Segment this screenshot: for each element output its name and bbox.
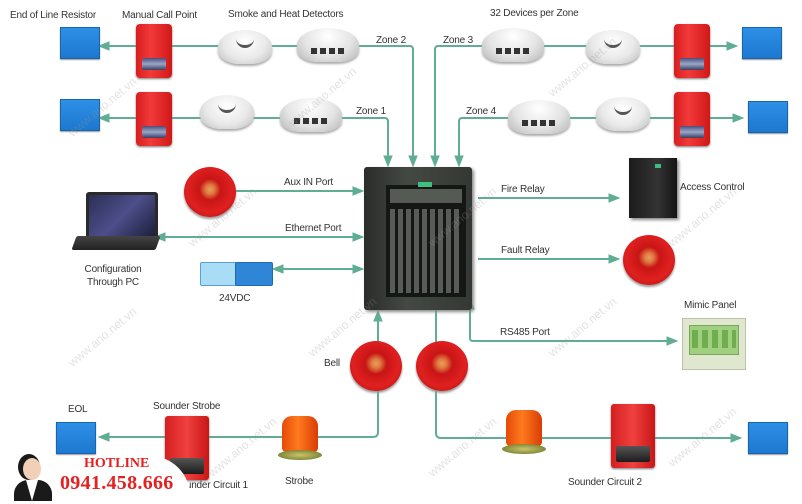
- fault-bell: [623, 235, 675, 285]
- eol-resistor-circuit-2: [748, 422, 788, 454]
- bell-circuit-1: [350, 341, 402, 391]
- hotline-badge[interactable]: HOTLINE 0941.458.666: [0, 456, 190, 504]
- manual-call-point: [136, 24, 172, 78]
- manual-call-point: [674, 92, 710, 146]
- heat-detector: [482, 28, 544, 62]
- hotline-label: HOTLINE: [84, 456, 150, 471]
- label-zone-2: Zone 2: [376, 35, 406, 46]
- bell-circuit-2: [416, 341, 468, 391]
- label-strobe: Strobe: [285, 476, 314, 487]
- sounder-circuit-2-line: [431, 297, 743, 443]
- aux-bell: [184, 167, 236, 217]
- zone3-line: [430, 41, 739, 168]
- sounder-circuit-1-line: [97, 309, 383, 442]
- smoke-detector: [218, 30, 272, 64]
- label-ethernet-port: Ethernet Port: [285, 223, 342, 234]
- battery: [235, 262, 273, 286]
- label-24vdc: 24VDC: [219, 293, 251, 304]
- strobe-circuit-1: [278, 416, 322, 462]
- label-smoke-heat-detectors: Smoke and Heat Detectors: [228, 9, 344, 20]
- hotline-number[interactable]: 0941.458.666: [60, 472, 174, 494]
- end-of-line-resistor: [742, 27, 782, 59]
- label-devices-per-zone: 32 Devices per Zone: [490, 8, 579, 19]
- zone1-line: [97, 113, 393, 168]
- label-fault-relay: Fault Relay: [501, 245, 550, 256]
- label-sounder-strobe: Sounder Strobe: [153, 401, 221, 412]
- heat-detector: [508, 100, 570, 134]
- end-of-line-resistor: [748, 101, 788, 133]
- heat-detector: [280, 98, 342, 132]
- label-zone-1: Zone 1: [356, 106, 386, 117]
- heat-detector: [297, 28, 359, 62]
- fire-alarm-control-panel: [364, 167, 472, 310]
- label-manual-call-point: Manual Call Point: [122, 10, 197, 21]
- manual-call-point: [674, 24, 710, 78]
- smoke-detector: [596, 97, 650, 131]
- label-zone-3: Zone 3: [443, 35, 473, 46]
- strobe-circuit-2: [502, 410, 546, 456]
- smoke-detector: [586, 30, 640, 64]
- label-zone-4: Zone 4: [466, 106, 496, 117]
- label-aux-in-port: Aux IN Port: [284, 177, 333, 188]
- label-access-control: Access Control: [680, 182, 745, 193]
- label-fire-relay: Fire Relay: [501, 184, 545, 195]
- zone4-line: [454, 113, 745, 168]
- configuration-laptop: [71, 192, 161, 254]
- end-of-line-resistor: [60, 27, 100, 59]
- label-sounder-circuit-1: Sounder Circuit 1: [174, 480, 248, 491]
- access-control-unit: [629, 158, 677, 218]
- label-rs485-port: RS485 Port: [500, 327, 550, 338]
- label-configuration-pc: Configuration Through PC: [84, 264, 142, 288]
- sounder-circuit-2: [611, 404, 655, 468]
- label-end-of-line-resistor: End of Line Resistor: [10, 10, 97, 21]
- label-eol: EOL: [68, 404, 88, 415]
- end-of-line-resistor: [60, 99, 100, 131]
- battery: [200, 262, 238, 286]
- mimic-panel: [682, 318, 746, 370]
- manual-call-point: [136, 92, 172, 146]
- label-bell: Bell: [324, 358, 340, 369]
- label-mimic-panel: Mimic Panel: [684, 300, 737, 311]
- support-agent-icon: [10, 456, 58, 501]
- eol-resistor-circuit-1: [56, 422, 96, 454]
- smoke-detector: [200, 95, 254, 129]
- zone2-line: [97, 41, 418, 168]
- label-sounder-circuit-2: Sounder Circuit 2: [568, 477, 642, 488]
